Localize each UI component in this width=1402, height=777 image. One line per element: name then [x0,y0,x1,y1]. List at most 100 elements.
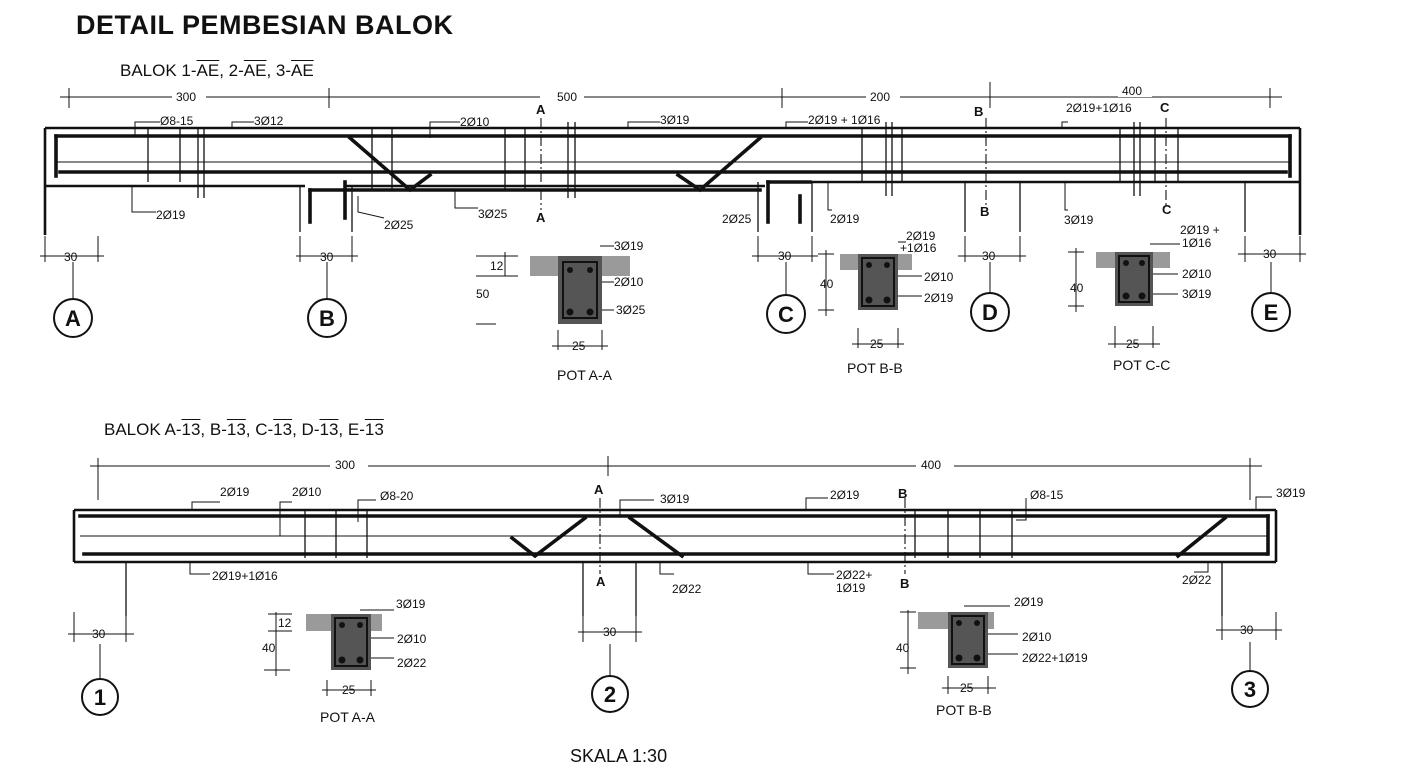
beam1-title-sep2: , 2- [219,61,244,80]
beam2-title-4: 13 [319,420,339,439]
beam1-dim-4: 400 [1122,84,1142,98]
sec2-aa-flange-h: 12 [278,616,292,630]
axis-d: D [982,300,998,325]
beam1-cut-c-bottom: C [1162,202,1172,217]
beam2-title-2: 13 [226,420,246,439]
beam1-label-top-main: 3Ø19 [660,113,690,127]
sec2-aa-mid-label: 2Ø10 [397,632,427,646]
beam2-label-bot-r2: 1Ø19 [836,581,866,595]
sec2-bb-mid-label: 2Ø10 [1022,630,1052,644]
beam2-title-sep5: , E- [338,420,365,439]
beam1-section-cc: 2Ø19 + 1Ø16 2Ø10 3Ø19 40 25 POT C-C [1068,223,1220,373]
beam1-title-c: AE [291,61,314,80]
sec-aa-width: 25 [572,339,586,353]
sec-bb-height: 40 [820,277,834,291]
beam1-label-bot-c: 2Ø25 [722,212,752,226]
beam1-stirrups [147,122,1179,198]
drawing-title: DETAIL PEMBESIAN BALOK [76,10,454,40]
beam2-support-dim-1: 30 [92,627,106,641]
sec-aa-caption: POT A-A [557,367,613,383]
beam2-cut-b-bottom: B [900,576,909,591]
beam1-support-dim-b: 30 [320,250,334,264]
beam1-support-dim-d: 30 [982,249,996,263]
beam1-label-top-mid: 2Ø10 [460,115,490,129]
beam1-title-sep3: , 3- [266,61,292,80]
beam2-title-sep3: , C- [245,420,274,439]
beam1-cut-b-top: B [974,104,983,119]
beam1-axis-markers: A B C D E [53,262,1291,338]
sec-cc-height: 40 [1070,281,1084,295]
beam2-body [72,508,1278,616]
beam2-section-bb: 2Ø19 2Ø10 2Ø22+1Ø19 40 25 POT B-B [896,595,1088,718]
beam2-axis-markers: 1 2 3 [81,642,1269,716]
axis-2: 2 [604,682,616,707]
beam2-rebars [78,514,1270,559]
beam1-label-top-right: 2Ø19+1Ø16 [1066,101,1132,115]
beam2-label-top-mid: 2Ø10 [292,485,322,499]
drawing-scale: SKALA 1:30 [570,746,668,766]
beam2-title-sep4: , D- [292,420,320,439]
axis-1: 1 [94,685,106,710]
beam2-dim-1: 300 [335,458,355,472]
beam2-label-top-r: 2Ø19 [830,488,860,502]
beam2-label-top-end: 3Ø19 [1276,486,1306,500]
beam1-cut-lines: A A B B C C [536,100,1172,225]
beam1-dim-1: 300 [176,90,196,104]
sec2-aa-top-label: 3Ø19 [396,597,426,611]
beam2-title-3: 13 [273,420,293,439]
beam1-support-dim-a: 30 [64,250,78,264]
beam1-support-dim-c: 30 [778,249,792,263]
beam1-cut-a-top: A [536,102,546,117]
sec-cc-caption: POT C-C [1113,357,1170,373]
beam2-rebar-labels: 2Ø19 2Ø10 Ø8-20 3Ø19 2Ø19 Ø8-15 3Ø19 2Ø1… [189,485,1306,596]
beam2-cut-a-bottom: A [596,574,606,589]
axis-a: A [65,306,81,331]
sec2-aa-height: 40 [262,641,276,655]
beam1-title-prefix: BALOK 1- [120,61,197,80]
beam1-cut-a-bottom: A [536,210,546,225]
beam2-title-sep2: , B- [200,420,227,439]
sec-aa-height: 50 [476,287,490,301]
beam1-body [43,126,1302,235]
sec-bb-caption: POT B-B [847,360,903,376]
beam1-title-b: AE [243,61,267,80]
sec-cc-top2-label: 1Ø16 [1182,236,1212,250]
beam2-section-aa: 3Ø19 2Ø10 2Ø22 12 40 25 POT A-A [262,597,427,725]
beam2-title-1: 13 [181,420,201,439]
beam2-title-prefix: BALOK A- [104,420,182,439]
beam2-dim-2: 400 [921,458,941,472]
sec-bb-top2-label: +1Ø16 [900,241,937,255]
beam1-dim-2: 500 [557,90,577,104]
beam2-dimension-line: 300 400 [90,456,1262,500]
beam2-cut-lines: A A B B [594,482,909,591]
beam1-label-bot-cd: 2Ø19 [830,212,860,226]
beam2-label-stirrup-right: Ø8-15 [1030,488,1064,502]
axis-c: C [778,302,794,327]
beam2-label-top-center: 3Ø19 [660,492,690,506]
beam2-label-bot-left: 2Ø19+1Ø16 [212,569,278,583]
beam1-label-top-left: 3Ø12 [254,114,284,128]
sec-aa-mid-label: 2Ø10 [614,275,644,289]
beam1-title-a: AE [196,61,220,80]
beam2-cut-a-top: A [594,482,604,497]
beam1-support-dims: 30 30 30 30 30 [40,236,1306,264]
sec2-aa-width: 25 [342,683,356,697]
beam2-support-dims: 30 30 30 [68,612,1282,642]
sec2-aa-caption: POT A-A [320,709,376,725]
sec2-aa-bot-label: 2Ø22 [397,656,427,670]
beam2-label-top-left: 2Ø19 [220,485,250,499]
sec2-bb-top-label: 2Ø19 [1014,595,1044,609]
sec-aa-flange-h: 12 [490,259,504,273]
beam2-support-dim-2: 30 [603,625,617,639]
sec2-bb-caption: POT B-B [936,702,992,718]
beam2-label-bot-end: 2Ø22 [1182,573,1212,587]
sec-cc-bot-label: 3Ø19 [1182,287,1212,301]
beam1-label-bot-right: 3Ø19 [1064,213,1094,227]
beam2-title-5: 13 [364,420,384,439]
beam1-label-bot-mid: 3Ø25 [478,207,508,221]
beam2-label-bot-r1: 2Ø22+ [836,568,872,582]
beam1-dimension-line: 300 500 200 400 [60,82,1282,108]
sec-bb-bot-label: 2Ø19 [924,291,954,305]
sec-bb-width: 25 [870,337,884,351]
